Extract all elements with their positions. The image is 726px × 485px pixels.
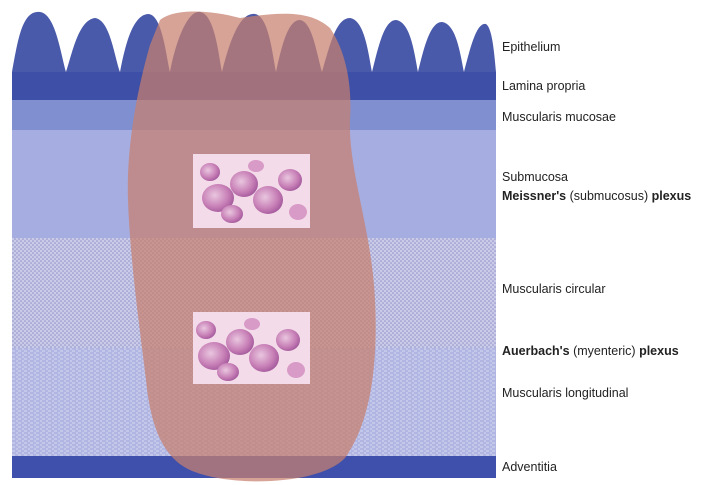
label-submucosa: Submucosa (502, 170, 568, 185)
label-meissner-plexus: Meissner's (submucosus) plexus (502, 189, 691, 204)
meissner-suffix: plexus (652, 189, 692, 203)
neuron-region-overlay (128, 12, 376, 482)
label-muscularis-longitudinal: Muscularis longitudinal (502, 386, 628, 401)
label-muscularis-circular: Muscularis circular (502, 282, 606, 297)
meissner-name: Meissner's (502, 189, 566, 203)
label-auerbach-plexus: Auerbach's (myenteric) plexus (502, 344, 679, 359)
meissner-histology-image (193, 154, 310, 228)
label-epithelium: Epithelium (502, 40, 560, 55)
auerbach-qualifier: (myenteric) (573, 344, 636, 358)
auerbach-suffix: plexus (639, 344, 679, 358)
auerbach-name: Auerbach's (502, 344, 570, 358)
label-adventitia: Adventitia (502, 460, 557, 475)
meissner-qualifier: (submucosus) (570, 189, 649, 203)
auerbach-histology-image (193, 312, 310, 384)
label-lamina-propria: Lamina propria (502, 79, 585, 94)
label-muscularis-mucosae: Muscularis mucosae (502, 110, 616, 125)
